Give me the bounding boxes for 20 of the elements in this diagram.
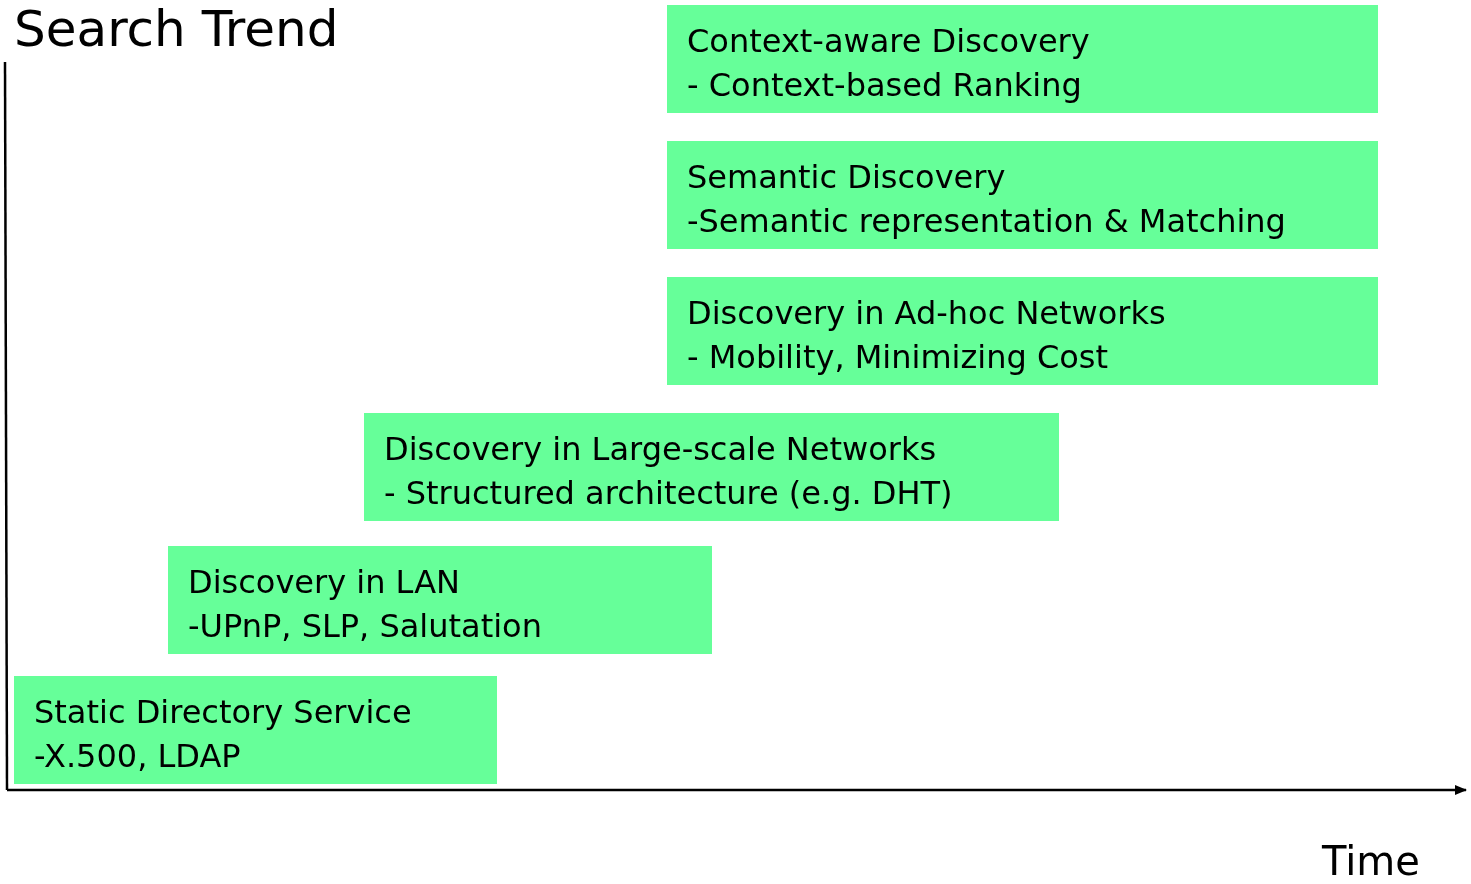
stage-detail: - Context-based Ranking [687,65,1083,106]
stage-heading: Discovery in Large-scale Networks [384,429,938,470]
stage-heading: Static Directory Service [34,692,413,733]
stage-heading: Discovery in LAN [188,562,461,603]
stage-detail: -Semantic representation & Matching [687,201,1287,242]
stage-box [14,676,497,784]
stage-detail: -X.500, LDAP [34,736,242,777]
stage-box [168,546,712,654]
stage-box [364,413,1059,521]
stage-detail: - Mobility, Minimizing Cost [687,337,1110,378]
stage-detail: - Structured architecture (e.g. DHT) [384,473,954,514]
stage-box [667,277,1378,385]
stage-heading: Semantic Discovery [687,157,1007,198]
stage-box [667,5,1378,113]
y-axis-title: Search Trend [14,0,339,58]
stage-detail: -UPnP, SLP, Salutation [188,606,543,647]
stage-box [667,141,1378,249]
stage-heading: Discovery in Ad-hoc Networks [687,293,1167,334]
x-axis-title: Time [1322,838,1420,884]
stage-heading: Context-aware Discovery [687,21,1091,62]
